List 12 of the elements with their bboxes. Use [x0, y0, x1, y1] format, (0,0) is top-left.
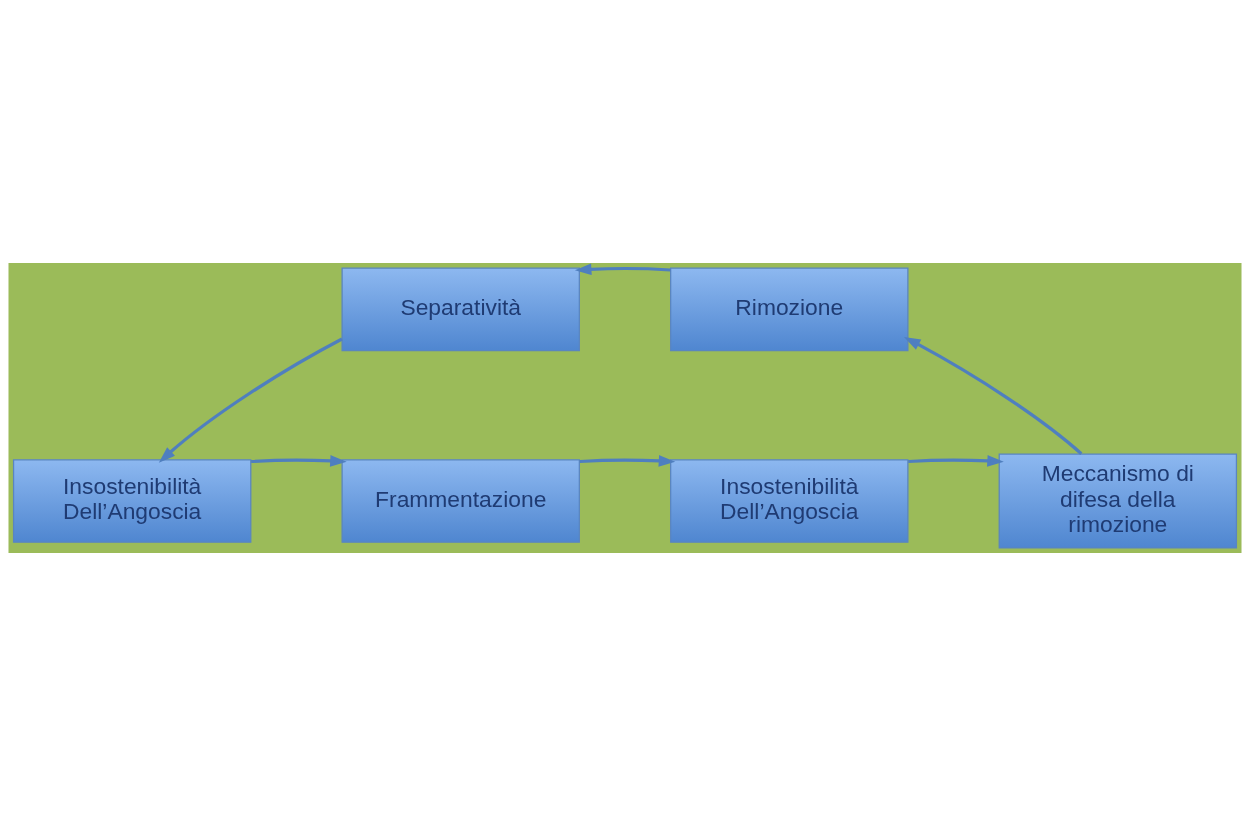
node-box: Insostenibilità Dell’Angoscia — [12, 459, 252, 543]
node-box: Meccanismo di difesa della rimozione — [998, 453, 1238, 549]
node-box: Rimozione — [670, 267, 909, 352]
arrow — [908, 455, 1004, 467]
node-box: Frammentazione — [341, 459, 580, 543]
arrow — [251, 455, 347, 467]
arrow — [904, 336, 1083, 455]
node-box: Separatività — [341, 267, 580, 352]
node-box: Insostenibilità Dell’Angoscia — [670, 459, 909, 543]
arrow — [574, 263, 671, 276]
arrow — [579, 455, 676, 467]
arrow — [158, 337, 343, 463]
